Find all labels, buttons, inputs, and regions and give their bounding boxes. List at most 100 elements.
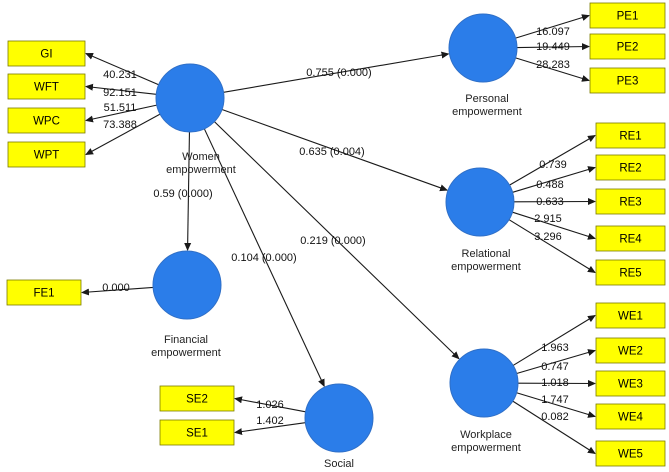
path-edge-women-relational: [221, 108, 448, 192]
path-coefficient-women-workplace: 0.219 (0.000): [300, 235, 365, 247]
path-edge-women-workplace: [214, 121, 460, 360]
loading-value-pe3: 28.283: [536, 59, 570, 71]
indicator-edge-gi: [85, 52, 159, 86]
indicator-label: WPC: [33, 116, 60, 128]
indicator-pe1: PE1: [589, 2, 666, 29]
path-coefficient-women-relational: 0.635 (0.004): [299, 146, 364, 158]
construct-social: Social: [304, 383, 374, 470]
indicator-pe3: PE3: [589, 67, 666, 94]
indicator-edge-wft: [85, 83, 157, 95]
indicator-re1: RE1: [595, 122, 666, 149]
loading-value-gi: 40.231: [103, 69, 137, 81]
edge-labels-layer: 0.755 (0.000) 0.635 (0.004) 0.219 (0.000) 0…: [102, 26, 570, 427]
indicator-edge-we4: [516, 392, 596, 418]
construct-label: Women: [182, 151, 220, 163]
indicator-label: GI: [40, 49, 52, 61]
loading-value-pe2: 19.449: [536, 41, 570, 53]
construct-label: Financial: [164, 334, 208, 346]
indicator-label: FE1: [33, 288, 54, 300]
edges-layer: [81, 14, 596, 455]
indicator-label: WFT: [34, 82, 59, 94]
indicator-we3: WE3: [595, 370, 666, 397]
indicator-gi: GI: [7, 40, 86, 67]
construct-label: Personal: [465, 93, 508, 105]
indicator-re4: RE4: [595, 225, 666, 252]
indicator-wpt: WPT: [7, 141, 86, 168]
loading-value-re1: 0.739: [539, 159, 567, 171]
indicator-label: WPT: [34, 150, 60, 162]
indicator-edge-we5: [512, 400, 596, 455]
construct-label: empowerment: [151, 347, 221, 359]
indicator-se1: SE1: [159, 419, 235, 446]
indicator-edge-pe2: [516, 43, 590, 51]
loading-value-se1: 1.402: [256, 415, 284, 427]
indicator-edge-re5: [508, 219, 596, 274]
loading-value-we4: 1.747: [541, 394, 569, 406]
indicator-re3: RE3: [595, 188, 666, 215]
indicator-label: PE1: [617, 11, 639, 23]
loading-value-fe1: 0.000: [102, 282, 130, 294]
indicator-re2: RE2: [595, 154, 666, 181]
indicator-label: WE4: [618, 412, 644, 424]
indicator-label: RE3: [619, 197, 641, 209]
indicator-fe1: FE1: [6, 279, 82, 306]
indicator-label: RE4: [619, 234, 642, 246]
indicator-label: SE2: [186, 394, 208, 406]
loading-value-re5: 3.296: [534, 231, 562, 243]
construct-label: empowerment: [451, 442, 521, 454]
indicator-we4: WE4: [595, 403, 666, 430]
loading-value-we2: 0.747: [541, 361, 569, 373]
loading-value-re3: 0.633: [536, 196, 564, 208]
indicator-re5: RE5: [595, 259, 666, 286]
path-edge-women-financial: [184, 131, 192, 252]
indicator-edge-re2: [512, 166, 596, 193]
loading-value-wft: 92.151: [103, 87, 137, 99]
path-coefficient-women-financial: 0.59 (0.000): [153, 188, 212, 200]
loading-value-re4: 2.915: [534, 213, 562, 225]
indicator-label: PE2: [617, 42, 639, 54]
indicator-edge-fe1: [81, 286, 154, 296]
indicator-label: WE1: [618, 311, 643, 323]
indicator-boxes-layer: GI WFT WPC WPT PE1PE2PE3RE1RE2RE3RE4RE5WE1WE…: [6, 2, 666, 467]
indicator-we2: WE2: [595, 337, 666, 364]
loading-value-we1: 1.963: [541, 342, 569, 354]
loading-value-se2: 1.026: [256, 399, 284, 411]
indicator-label: RE1: [619, 131, 641, 143]
construct-label: empowerment: [452, 106, 522, 118]
loading-value-we5: 0.082: [541, 411, 569, 423]
construct-label: Workplace: [460, 429, 512, 441]
indicator-pe2: PE2: [589, 33, 666, 60]
indicator-label: WE5: [618, 449, 643, 461]
indicator-we5: WE5: [595, 440, 666, 467]
indicator-edge-pe3: [515, 57, 590, 82]
path-coefficient-women-social: 0.104 (0.000): [231, 252, 296, 264]
indicator-edge-pe1: [515, 14, 590, 39]
indicator-label: WE2: [618, 346, 643, 358]
indicator-we1: WE1: [595, 302, 666, 329]
indicator-edge-se1: [234, 422, 306, 435]
construct-label: Relational: [462, 248, 511, 260]
path-coefficient-women-personal: 0.755 (0.000): [306, 67, 371, 79]
indicator-edge-we1: [512, 314, 596, 366]
path-edge-women-social: [203, 128, 325, 388]
constructs-layer: WomenempowermentPersonalempowermentRelat…: [151, 13, 522, 470]
indicator-label: RE2: [619, 163, 641, 175]
loading-value-we3: 1.018: [541, 377, 569, 389]
indicator-wft: WFT: [7, 73, 86, 100]
indicator-edge-we2: [516, 349, 596, 375]
construct-label: empowerment: [451, 261, 521, 273]
path-edge-women-personal: [223, 51, 450, 93]
indicator-edge-wpc: [85, 104, 157, 123]
indicator-se2: SE2: [159, 385, 235, 412]
loading-value-pe1: 16.097: [536, 26, 570, 38]
indicator-edge-re4: [512, 211, 596, 240]
indicator-label: RE5: [619, 268, 641, 280]
indicator-label: SE1: [186, 428, 208, 440]
indicator-edge-re1: [509, 134, 596, 186]
indicator-label: PE3: [617, 76, 639, 88]
